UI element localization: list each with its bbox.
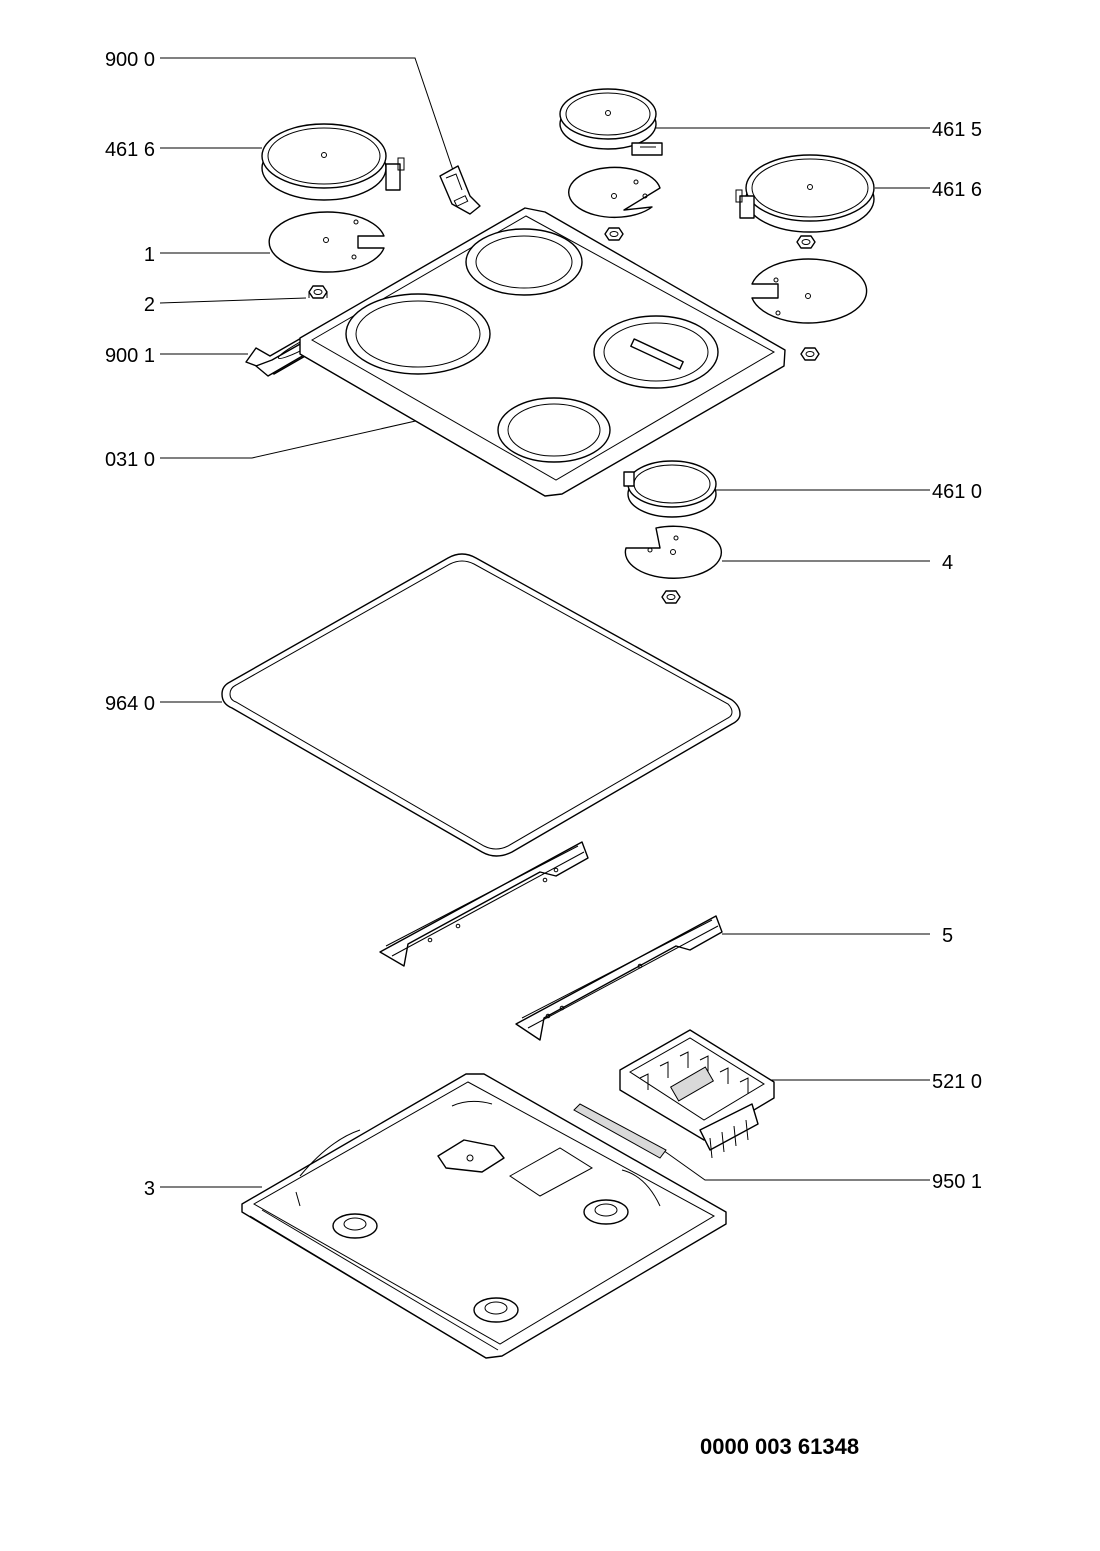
document-number: 0000 003 61348: [700, 1434, 859, 1459]
hotplate-bottom: [623, 460, 717, 518]
label-461-6-right: 461 6: [932, 179, 982, 201]
label-461-0: 461 0: [932, 481, 982, 503]
nuts: [308, 227, 820, 604]
hob-top-plate: [299, 207, 786, 497]
gasket-964-0: [221, 553, 741, 857]
part-labels: 900 0 461 6 1 2 900 1 031 0 461 5 461 6 …: [105, 49, 982, 1200]
bracket-900-0: [439, 165, 481, 215]
label-521-0: 521 0: [932, 1071, 982, 1093]
hotplate-left: [261, 123, 405, 201]
label-461-6-left: 461 6: [105, 139, 155, 161]
label-900-1: 900 1: [105, 345, 155, 367]
disc-bottom: [624, 525, 723, 579]
label-031-0: 031 0: [105, 449, 155, 471]
rail-lower: [515, 915, 723, 1041]
label-3: 3: [144, 1178, 155, 1200]
rail-upper: [379, 841, 589, 967]
strip-950-1: [573, 1103, 667, 1159]
hotplate-top-center: [559, 88, 663, 156]
label-4: 4: [942, 552, 953, 574]
disc-right: [751, 258, 868, 324]
label-2: 2: [144, 294, 155, 316]
terminal-box-521-0: [619, 1029, 775, 1159]
label-950-1: 950 1: [932, 1171, 982, 1193]
label-461-5: 461 5: [932, 119, 982, 141]
label-900-0: 900 0: [105, 49, 155, 71]
label-1: 1: [144, 244, 155, 266]
disc-top-center: [568, 166, 661, 219]
disc-left: [268, 211, 385, 273]
label-5: 5: [942, 925, 953, 947]
label-964-0: 964 0: [105, 693, 155, 715]
base-tray-3: [241, 1073, 727, 1359]
leader-lines: [159, 57, 930, 1188]
hotplate-right: [735, 154, 875, 233]
